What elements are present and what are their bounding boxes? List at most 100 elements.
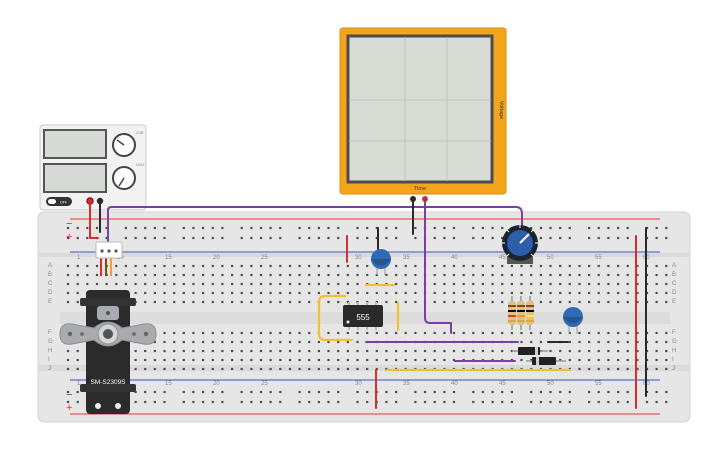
breadboard-hole[interactable] bbox=[279, 349, 282, 353]
breadboard-hole[interactable] bbox=[317, 282, 320, 286]
breadboard-hole[interactable] bbox=[588, 367, 591, 371]
breadboard-hole[interactable] bbox=[443, 358, 446, 362]
breadboard-hole[interactable] bbox=[501, 273, 504, 277]
breadboard-hole[interactable] bbox=[520, 264, 523, 268]
breadboard-hole[interactable] bbox=[491, 390, 494, 394]
breadboard-hole[interactable] bbox=[588, 390, 591, 394]
breadboard-hole[interactable] bbox=[395, 358, 398, 362]
breadboard-hole[interactable] bbox=[317, 367, 320, 371]
breadboard-hole[interactable] bbox=[134, 390, 137, 394]
breadboard-hole[interactable] bbox=[279, 273, 282, 277]
capacitor-1[interactable] bbox=[371, 249, 391, 275]
breadboard-hole[interactable] bbox=[655, 264, 658, 268]
breadboard-hole[interactable] bbox=[163, 236, 166, 240]
breadboard-hole[interactable] bbox=[626, 331, 629, 335]
breadboard-hole[interactable] bbox=[211, 400, 214, 404]
breadboard-hole[interactable] bbox=[308, 273, 311, 277]
breadboard-hole[interactable] bbox=[76, 400, 79, 404]
breadboard-hole[interactable] bbox=[549, 291, 552, 295]
breadboard-hole[interactable] bbox=[288, 367, 292, 371]
breadboard-hole[interactable] bbox=[259, 226, 263, 230]
breadboard-hole[interactable] bbox=[607, 349, 610, 353]
breadboard-hole[interactable] bbox=[259, 358, 263, 362]
breadboard-hole[interactable] bbox=[452, 236, 456, 240]
breadboard-hole[interactable] bbox=[665, 390, 668, 394]
breadboard-hole[interactable] bbox=[163, 226, 166, 230]
breadboard-hole[interactable] bbox=[298, 340, 301, 344]
breadboard-hole[interactable] bbox=[655, 300, 658, 304]
breadboard-hole[interactable] bbox=[327, 273, 330, 277]
breadboard-hole[interactable] bbox=[607, 331, 610, 335]
breadboard-hole[interactable] bbox=[221, 300, 224, 304]
breadboard-hole[interactable] bbox=[231, 291, 234, 295]
breadboard-hole[interactable] bbox=[144, 264, 147, 268]
breadboard-hole[interactable] bbox=[308, 340, 311, 344]
breadboard-hole[interactable] bbox=[66, 400, 70, 404]
breadboard-hole[interactable] bbox=[250, 236, 253, 240]
breadboard-hole[interactable] bbox=[337, 349, 340, 353]
breadboard-hole[interactable] bbox=[414, 236, 417, 240]
breadboard-hole[interactable] bbox=[472, 273, 475, 277]
breadboard-hole[interactable] bbox=[559, 400, 562, 404]
breadboard-hole[interactable] bbox=[240, 264, 243, 268]
breadboard-hole[interactable] bbox=[452, 390, 456, 394]
breadboard-hole[interactable] bbox=[95, 282, 99, 286]
breadboard-hole[interactable] bbox=[163, 390, 166, 394]
breadboard-hole[interactable] bbox=[202, 390, 205, 394]
breadboard-hole[interactable] bbox=[433, 300, 436, 304]
breadboard-hole[interactable] bbox=[288, 291, 292, 295]
breadboard-hole[interactable] bbox=[115, 282, 118, 286]
breadboard-hole[interactable] bbox=[250, 291, 253, 295]
breadboard-hole[interactable] bbox=[510, 282, 513, 286]
breadboard-hole[interactable] bbox=[510, 331, 513, 335]
breadboard-hole[interactable] bbox=[240, 300, 243, 304]
breadboard-hole[interactable] bbox=[597, 390, 600, 394]
breadboard-hole[interactable] bbox=[134, 358, 137, 362]
breadboard-hole[interactable] bbox=[539, 300, 542, 304]
breadboard-hole[interactable] bbox=[356, 282, 359, 286]
breadboard-hole[interactable] bbox=[452, 358, 456, 362]
breadboard-hole[interactable] bbox=[375, 358, 378, 362]
breadboard-hole[interactable] bbox=[549, 282, 552, 286]
breadboard-hole[interactable] bbox=[423, 390, 427, 394]
breadboard-hole[interactable] bbox=[414, 226, 417, 230]
breadboard-hole[interactable] bbox=[578, 273, 581, 277]
breadboard-hole[interactable] bbox=[472, 282, 475, 286]
breadboard-hole[interactable] bbox=[192, 349, 195, 353]
breadboard-hole[interactable] bbox=[124, 282, 127, 286]
breadboard-hole[interactable] bbox=[269, 390, 272, 394]
breadboard-hole[interactable] bbox=[520, 331, 523, 335]
diode-1[interactable] bbox=[512, 347, 548, 355]
breadboard-hole[interactable] bbox=[597, 300, 600, 304]
power-supply[interactable]: CUR VOLT OFF bbox=[39, 124, 147, 211]
breadboard-hole[interactable] bbox=[443, 400, 446, 404]
breadboard-hole[interactable] bbox=[163, 300, 166, 304]
breadboard-hole[interactable] bbox=[327, 236, 330, 240]
breadboard-hole[interactable] bbox=[192, 300, 195, 304]
breadboard-hole[interactable] bbox=[385, 367, 388, 371]
breadboard-hole[interactable] bbox=[501, 236, 504, 240]
breadboard-hole[interactable] bbox=[655, 358, 658, 362]
breadboard-hole[interactable] bbox=[76, 273, 79, 277]
breadboard-hole[interactable] bbox=[153, 236, 156, 240]
breadboard-hole[interactable] bbox=[221, 349, 224, 353]
resistors[interactable] bbox=[508, 296, 534, 330]
breadboard-hole[interactable] bbox=[279, 300, 282, 304]
breadboard-hole[interactable] bbox=[452, 264, 456, 268]
breadboard-hole[interactable] bbox=[423, 358, 427, 362]
breadboard-hole[interactable] bbox=[491, 226, 494, 230]
breadboard-hole[interactable] bbox=[298, 226, 301, 230]
breadboard-hole[interactable] bbox=[250, 367, 253, 371]
breadboard-hole[interactable] bbox=[173, 331, 176, 335]
breadboard-hole[interactable] bbox=[375, 331, 378, 335]
breadboard-hole[interactable] bbox=[346, 300, 349, 304]
breadboard-hole[interactable] bbox=[414, 273, 417, 277]
breadboard-hole[interactable] bbox=[462, 264, 465, 268]
breadboard-hole[interactable] bbox=[539, 282, 542, 286]
breadboard-hole[interactable] bbox=[530, 291, 533, 295]
breadboard-hole[interactable] bbox=[366, 264, 369, 268]
breadboard-hole[interactable] bbox=[337, 282, 340, 286]
breadboard-hole[interactable] bbox=[182, 264, 185, 268]
breadboard-hole[interactable] bbox=[501, 300, 504, 304]
breadboard-hole[interactable] bbox=[559, 291, 562, 295]
